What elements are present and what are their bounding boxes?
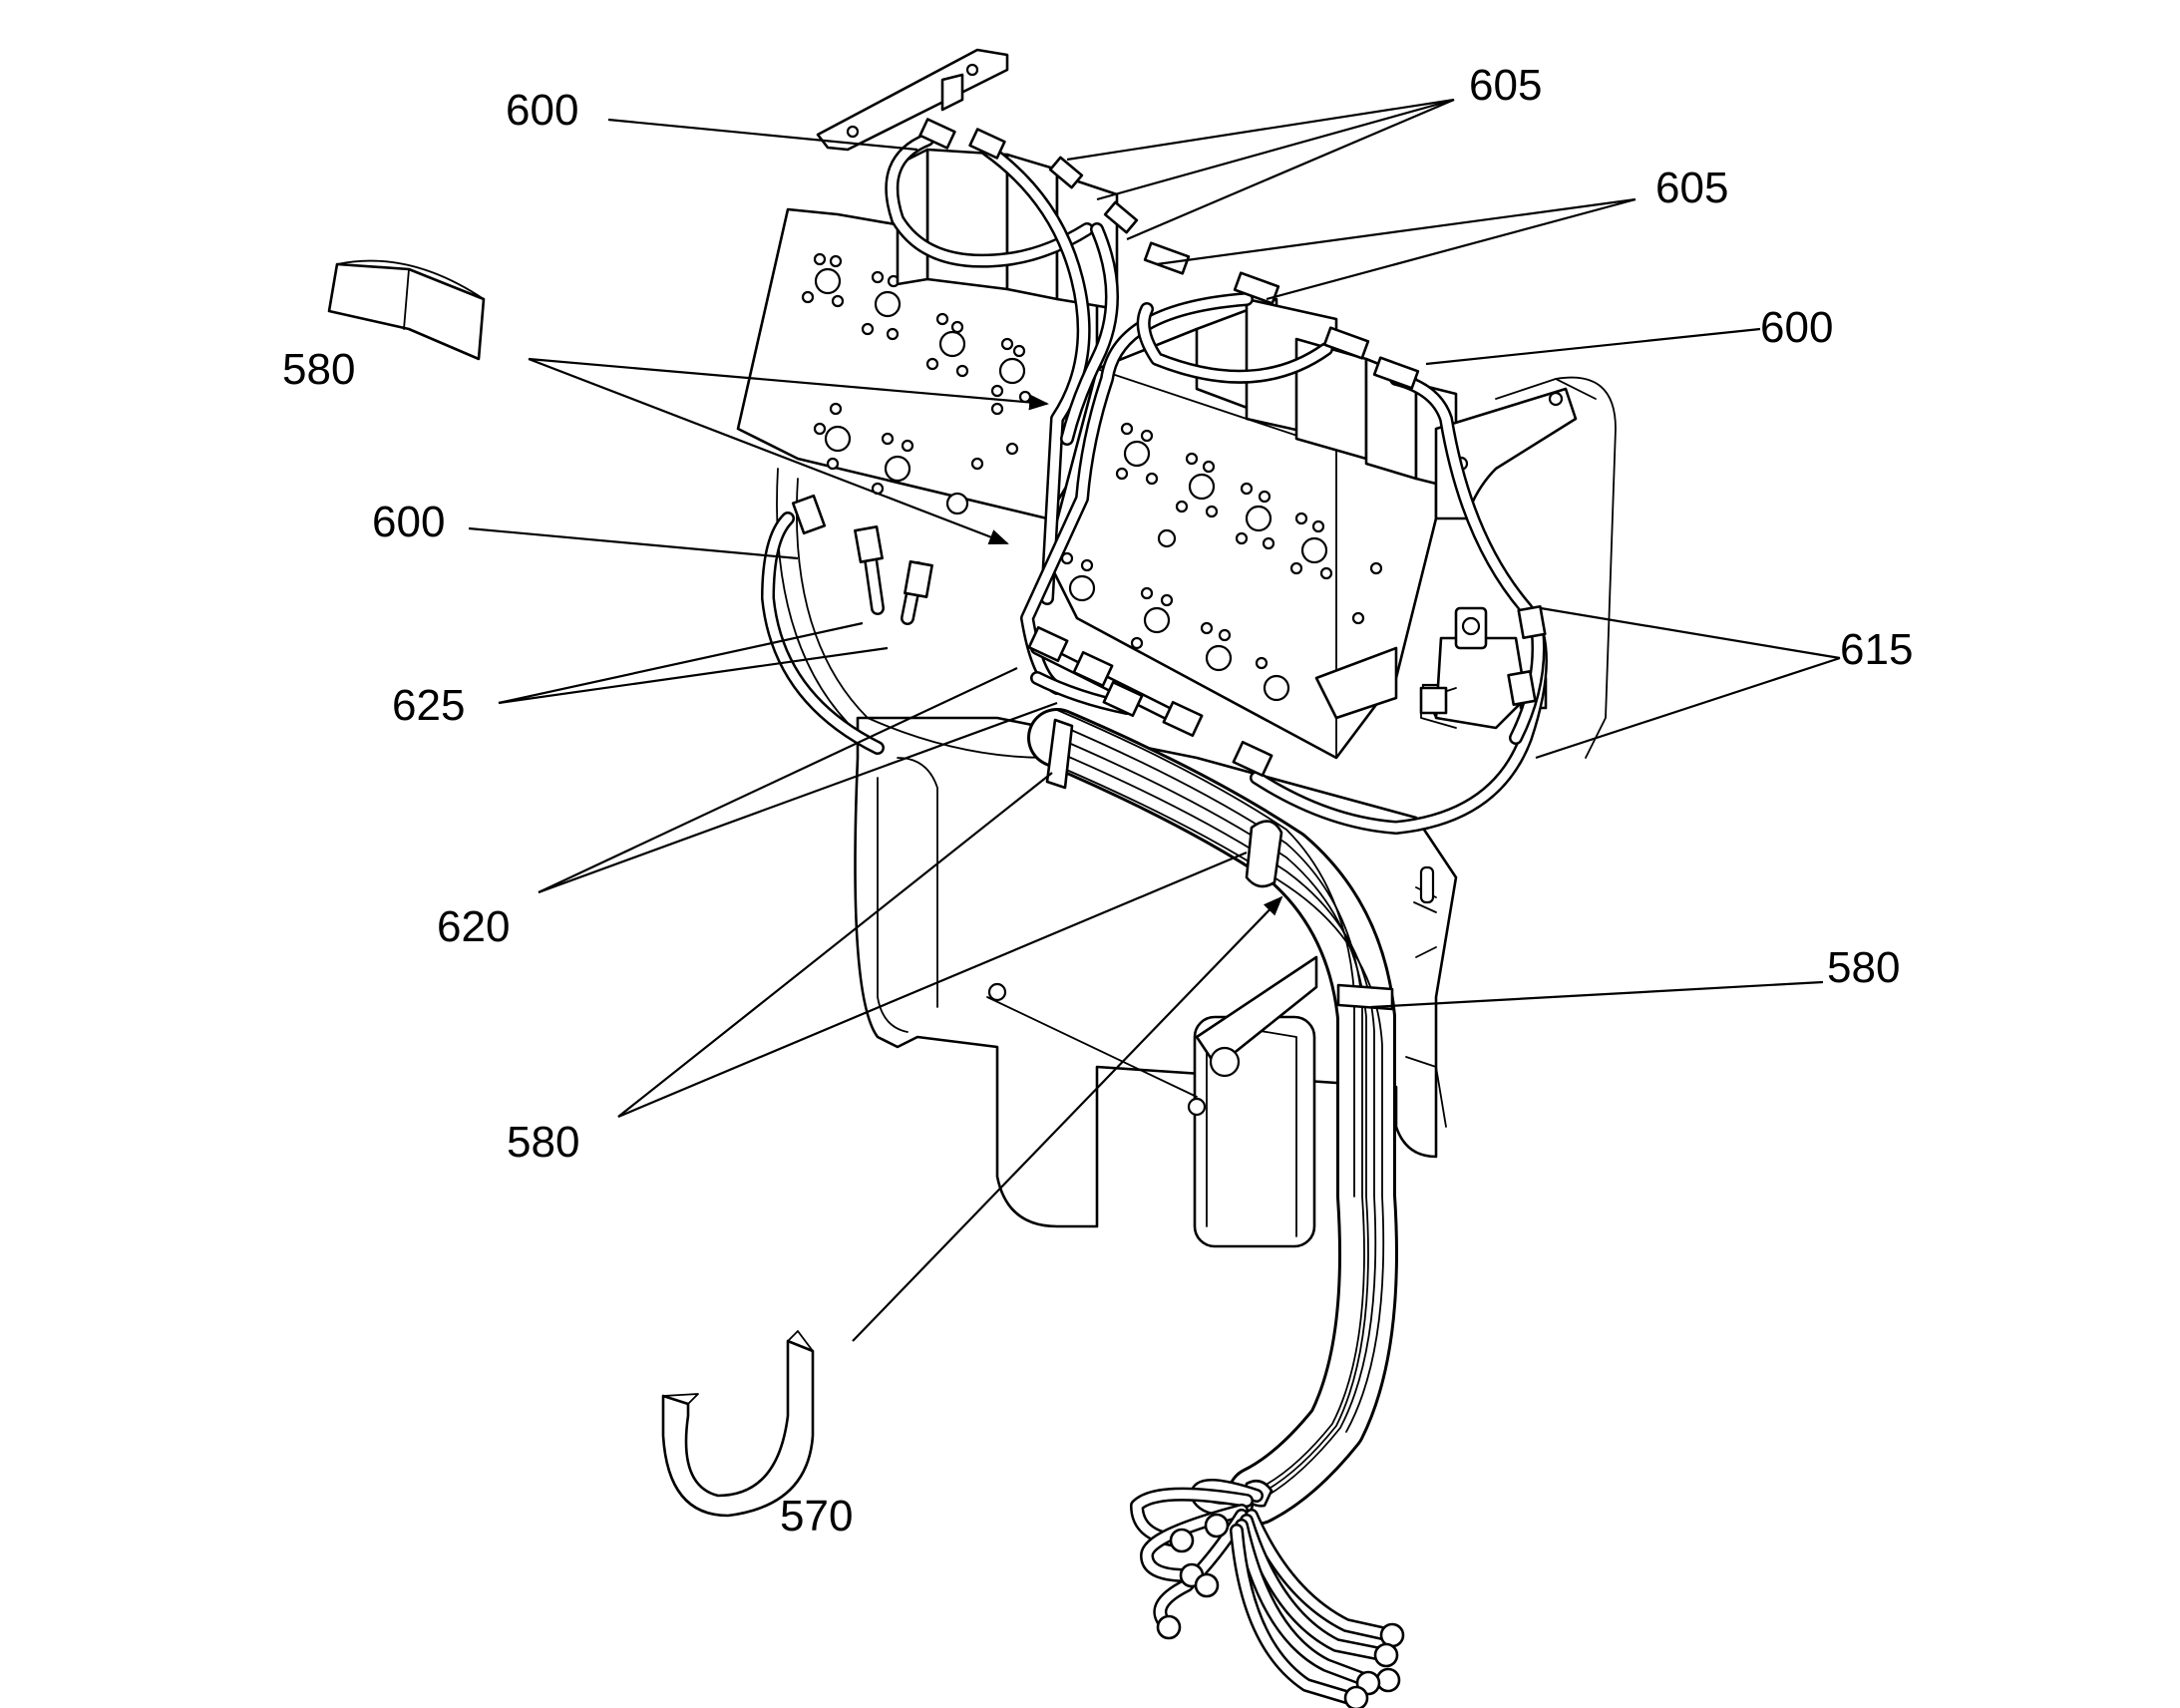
callout-605-right: 605 xyxy=(1655,164,1728,212)
top-bracket xyxy=(816,48,1009,152)
callout-615: 615 xyxy=(1840,625,1913,674)
callout-labels: 600 605 605 580 600 600 615 625 620 580 … xyxy=(282,61,1913,1540)
callout-620: 620 xyxy=(437,902,510,951)
right-valve-block xyxy=(1045,297,1458,760)
hose-ends xyxy=(1130,1479,1405,1708)
right-bracket xyxy=(1434,387,1578,520)
left-block-ports xyxy=(801,252,1032,515)
callout-580-right: 580 xyxy=(1827,943,1900,992)
left-valve-block xyxy=(736,148,1119,520)
callout-605-top: 605 xyxy=(1469,61,1542,110)
callout-600-left: 600 xyxy=(372,498,445,546)
right-block-ports xyxy=(1060,422,1383,702)
leader-lines xyxy=(468,98,1841,1342)
callout-570: 570 xyxy=(780,1492,853,1540)
callout-600-top: 600 xyxy=(506,86,578,135)
hose-fittings xyxy=(791,118,1547,778)
part-570-hose-guard xyxy=(661,1330,815,1518)
callout-600-right: 600 xyxy=(1760,303,1833,352)
part-580-hose-sleeve xyxy=(327,259,486,361)
callout-580-sleeve: 580 xyxy=(282,345,355,394)
callout-580-lower: 580 xyxy=(507,1118,579,1167)
callout-625: 625 xyxy=(392,681,465,730)
